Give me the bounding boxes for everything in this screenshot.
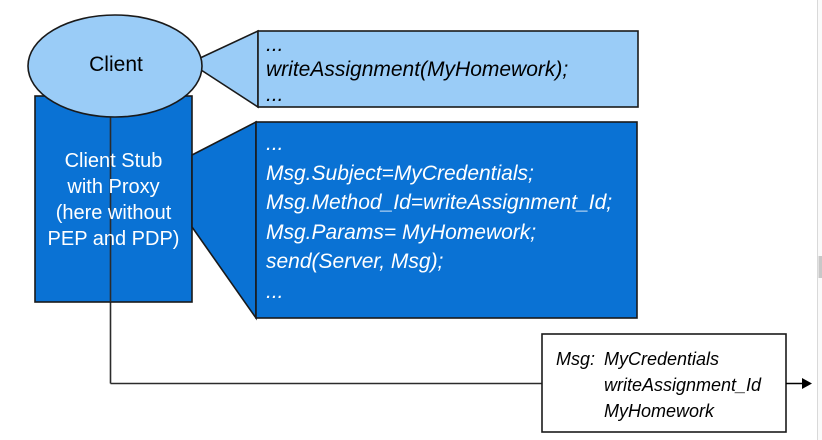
code-line: ... xyxy=(266,132,284,155)
code-line: writeAssignment(MyHomework); xyxy=(266,58,569,81)
message-box xyxy=(541,333,787,433)
message-value: MyHomework xyxy=(604,401,715,421)
code-line: send(Server, Msg); xyxy=(266,250,444,273)
code-line: ... xyxy=(266,83,284,106)
client-stub-box xyxy=(34,95,193,303)
message-label: Msg: xyxy=(556,349,596,369)
scrollbar-track[interactable] xyxy=(818,0,822,440)
code-line: Msg.Params= MyHomework; xyxy=(266,220,537,244)
code-line: Msg.Subject=MyCredentials; xyxy=(266,161,534,185)
client-stub-label-line: (here without xyxy=(55,202,172,224)
client-code-callout-pointer xyxy=(197,29,259,109)
client-ellipse xyxy=(27,14,203,118)
message-value: MyCredentials xyxy=(604,349,720,369)
code-line: Msg.Method_Id=writeAssignment_Id; xyxy=(266,191,613,214)
arrow-head-icon xyxy=(802,378,812,389)
client-stub-label-line: Client Stub xyxy=(64,150,163,172)
message-value: writeAssignment_Id xyxy=(604,375,762,395)
message-values: MyCredentials writeAssignment_Id MyHomew… xyxy=(604,346,761,424)
client-code-text: ... writeAssignment(MyHomework); ... xyxy=(266,32,568,107)
scrollbar-thumb[interactable] xyxy=(818,256,822,278)
code-line: ... xyxy=(266,33,284,56)
client-label: Client xyxy=(89,53,143,76)
client-stub-label-line: with Proxy xyxy=(67,176,160,198)
stub-code-callout-pointer xyxy=(191,120,257,321)
code-line: ... xyxy=(266,279,284,303)
stub-code-callout-box xyxy=(255,121,638,319)
stub-code-text: ... Msg.Subject=MyCredentials; Msg.Metho… xyxy=(266,129,612,306)
client-code-callout-box xyxy=(257,30,639,108)
client-stub-label-line: PEP and PDP) xyxy=(47,228,180,250)
client-stub-label: Client Stub with Proxy (here without PEP… xyxy=(36,148,191,252)
